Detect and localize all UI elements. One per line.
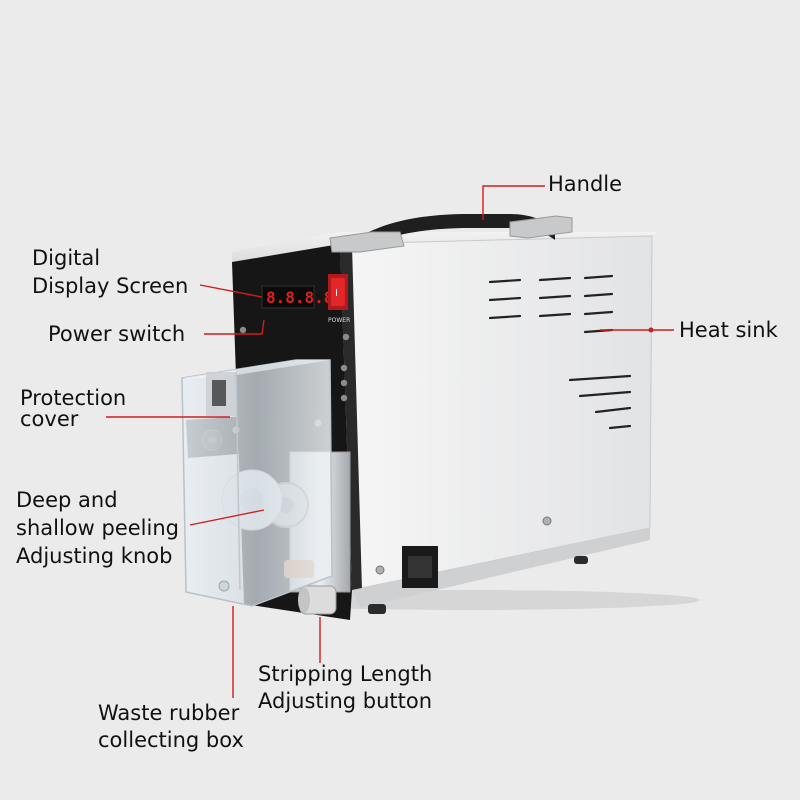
foot-left (368, 604, 386, 614)
callout-stripping-length-line-2: Adjusting button (258, 689, 433, 713)
heat-sink-vents (488, 274, 632, 430)
callout-peeling-knob-line-2: shallow peeling (16, 516, 179, 540)
side-screw (542, 516, 552, 526)
foot-right (574, 556, 588, 564)
callout-waste-box-line-2: collecting box (98, 728, 244, 752)
callout-digital-display-line-1: Digital (32, 246, 101, 270)
power-switch-symbol: I (335, 288, 338, 299)
callout-heat-sink-line-1: Heat sink (679, 318, 778, 342)
callout-protection-cover-line-1: Protection (20, 386, 127, 410)
callout-protection-cover: Protection cover (20, 388, 126, 430)
handle-grip (352, 214, 555, 250)
power-switch-text: POWER (328, 317, 350, 324)
callout-peeling-knob: Deep and shallow peeling Adjusting knob (16, 486, 179, 570)
callout-power-switch-line-1: Power switch (48, 322, 186, 346)
power-switch-rocker (331, 278, 345, 306)
callout-stripping-length-line-1: Stripping Length (258, 662, 433, 686)
protection-cover (181, 359, 333, 607)
callout-protection-cover-line-2: cover (20, 407, 79, 431)
callout-handle-line-1: Handle (548, 172, 623, 196)
side-screw-2 (375, 565, 385, 575)
callout-digital-display: Digital Display Screen (32, 246, 188, 299)
callout-waste-box-line-1: Waste rubber (98, 701, 240, 725)
handle-mount-right (509, 215, 573, 239)
callout-handle: Handle (548, 172, 622, 197)
handle-mount-left (329, 231, 405, 253)
callout-peeling-knob-line-3: Adjusting knob (16, 544, 173, 568)
callout-digital-display-line-2: Display Screen (32, 274, 189, 298)
front-panel-edge (340, 244, 362, 590)
callout-heat-sink: Heat sink (679, 318, 778, 343)
display-digits: 8.8.8.8 (266, 288, 333, 307)
callout-waste-box: Waste rubber collecting box (98, 700, 244, 754)
callout-power-switch: Power switch (48, 322, 185, 347)
leader-lines (106, 185, 674, 698)
callout-peeling-knob-line-1: Deep and (16, 488, 118, 512)
housing-side (339, 235, 653, 591)
callout-stripping-length: Stripping Length Adjusting button (258, 661, 432, 715)
